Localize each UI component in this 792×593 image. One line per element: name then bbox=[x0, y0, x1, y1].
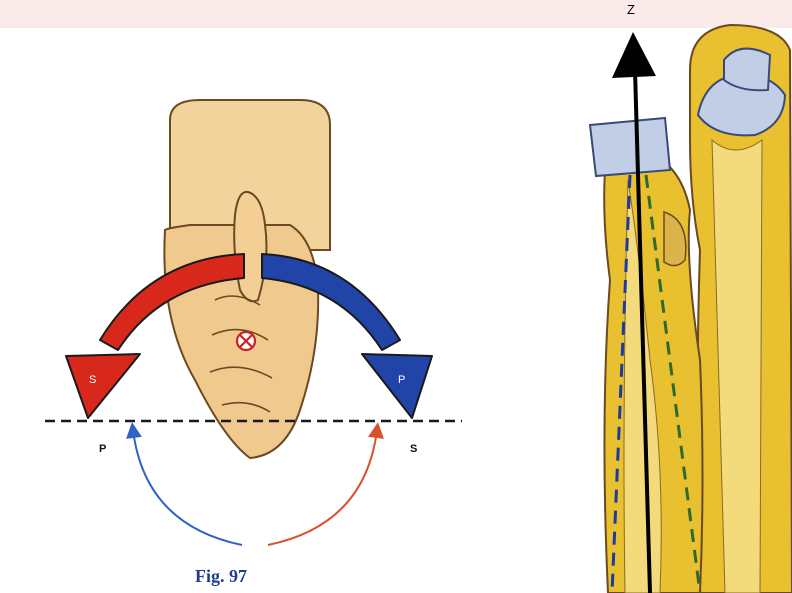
radius-cartilage bbox=[590, 118, 670, 176]
blue-thin-arc bbox=[133, 430, 242, 545]
baseline-label-right: S bbox=[410, 443, 417, 455]
baseline-label-left: P bbox=[99, 443, 106, 455]
figure-caption: Fig. 97 bbox=[195, 566, 247, 587]
blue-arrow-letter: P bbox=[398, 374, 405, 386]
top-bleed-band bbox=[0, 0, 792, 28]
red-thin-arc bbox=[268, 430, 377, 545]
thumb bbox=[234, 192, 266, 301]
z-axis-arrowhead bbox=[612, 32, 656, 78]
forearm-bones bbox=[590, 25, 792, 593]
crossed-circle-icon bbox=[237, 332, 255, 350]
axis-label: Z bbox=[627, 2, 635, 17]
radius-process bbox=[724, 49, 770, 91]
red-arrow-letter: S bbox=[89, 374, 96, 386]
